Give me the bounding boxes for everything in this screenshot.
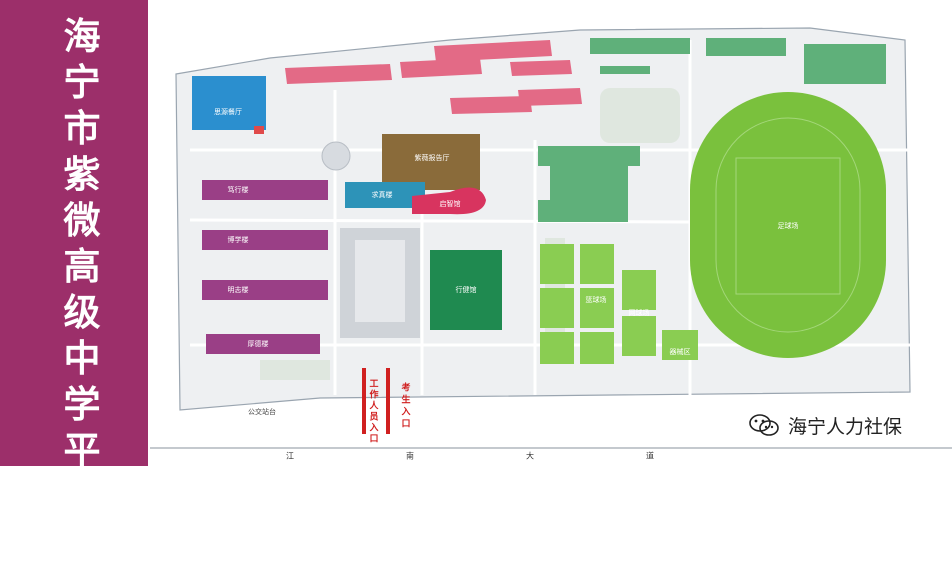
title-char: 中: [63, 337, 101, 380]
examinee-entrance-char: 生: [401, 394, 410, 406]
title-char: 海: [63, 15, 101, 58]
title-char: 学: [63, 383, 101, 426]
campus-map-page: 海宁市紫微高级中学平面图: [0, 0, 952, 466]
label-football-field: 足球场: [778, 221, 799, 230]
building-dining-hall[interactable]: [192, 76, 266, 130]
campus-map-svg: 思源餐厅 紫薇报告厅 求真楼: [150, 27, 952, 461]
title-char: 宁: [63, 61, 101, 104]
building-dushi[interactable]: [202, 180, 328, 200]
title-char: 面: [63, 475, 101, 518]
label-boxue: 博学楼: [228, 235, 249, 244]
staff-entrance-char: 口: [369, 434, 378, 445]
title-char: 图: [63, 521, 101, 564]
field-lines: [735, 157, 841, 295]
staff-entrance-char: 工: [369, 379, 378, 390]
label-gymnasium: 行健馆: [456, 285, 477, 294]
label-auditorium: 紫薇报告厅: [415, 153, 450, 162]
label-wisdom-hall: 启智馆: [440, 199, 461, 208]
title-char: 紫: [63, 153, 101, 196]
building-houde[interactable]: [206, 334, 320, 354]
examinee-entrance-char: 口: [401, 419, 410, 430]
tennis-courts[interactable]: [622, 270, 656, 356]
road-name-char: 大: [526, 451, 534, 461]
title-char: 级: [63, 291, 101, 334]
label-mingzhi: 明志楼: [228, 285, 249, 294]
equipment-area[interactable]: [662, 330, 698, 360]
label-equipment-area: 器械区: [670, 347, 691, 356]
examinee-entrance-char: 考: [401, 382, 410, 394]
building-wisdom-hall[interactable]: [412, 187, 486, 215]
title-sidebar: 海宁市紫微高级中学平面图: [0, 0, 148, 564]
staff-entrance-char: 作: [369, 389, 378, 401]
watermark: 海宁人力社保: [748, 408, 938, 442]
building-boxue[interactable]: [202, 230, 328, 250]
dining-marker: [254, 126, 264, 134]
watermark-text: 海宁人力社保: [788, 415, 903, 438]
campus-map: 思源餐厅 紫薇报告厅 求真楼: [150, 0, 952, 466]
label-tennis-court: 网球场: [629, 308, 650, 317]
examinee-entrance-char: 入: [400, 407, 410, 418]
examinee-entrance-line: [386, 368, 390, 434]
map-title: 海宁市紫微高级中学平面图: [52, 14, 112, 566]
road-name-char: 道: [646, 451, 654, 461]
building-science[interactable]: [345, 182, 425, 208]
title-char: 市: [63, 107, 101, 150]
building-gymnasium[interactable]: [430, 250, 502, 330]
roundabout: [321, 141, 351, 171]
label-houde: 厚德楼: [248, 339, 269, 348]
staff-entrance-line: [362, 368, 366, 434]
building-auditorium[interactable]: [382, 134, 480, 190]
staff-entrance-char: 人: [368, 400, 379, 412]
label-dining-hall: 思源餐厅: [214, 107, 242, 116]
wechat-icon: [749, 414, 779, 436]
label-dushi: 笃行楼: [228, 185, 249, 194]
title-char: 平: [63, 429, 101, 472]
dormitories[interactable]: [285, 40, 582, 114]
road-name: 江南大道: [286, 451, 654, 461]
building-mingzhi[interactable]: [202, 280, 328, 300]
building-sports-complex[interactable]: [538, 146, 640, 222]
plaza-inner: [355, 240, 405, 322]
track-inner-line: [715, 117, 861, 333]
title-char: 微: [63, 199, 101, 242]
title-char: 高: [63, 245, 101, 288]
label-bus-stop: 公交站台: [248, 407, 276, 416]
north-buildings[interactable]: [590, 38, 886, 84]
label-science-building: 求真楼: [372, 190, 393, 199]
basketball-courts[interactable]: [540, 244, 614, 364]
staff-entrance-char: 员: [369, 412, 378, 423]
staff-entrance-char: 入: [368, 423, 378, 434]
road-name-char: 南: [406, 451, 414, 461]
road-name-char: 江: [286, 452, 294, 461]
label-basketball-court: 篮球场: [586, 295, 607, 304]
